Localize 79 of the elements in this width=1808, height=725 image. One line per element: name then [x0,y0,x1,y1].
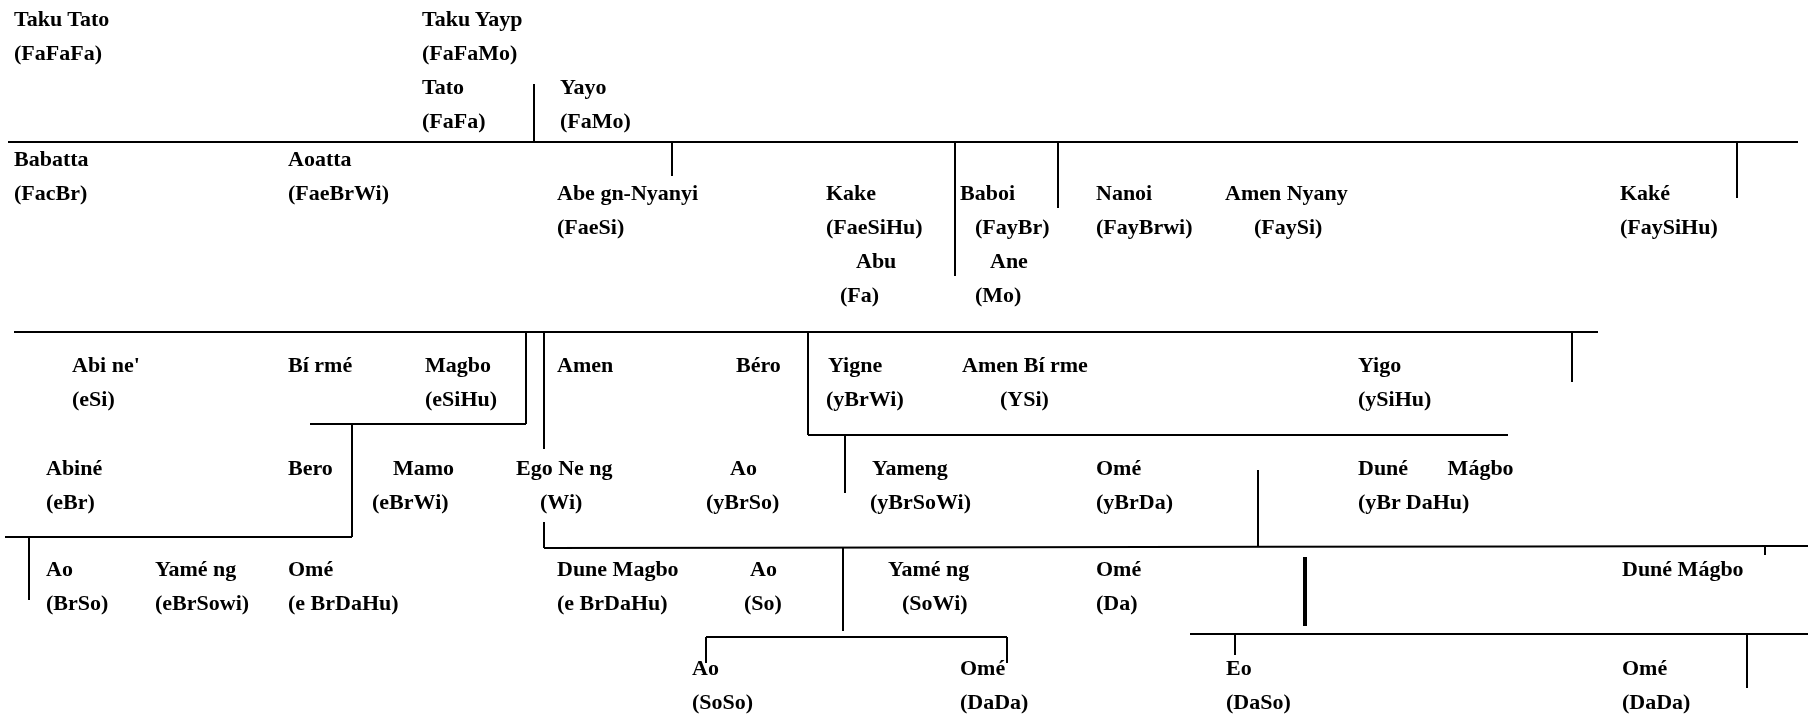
kin-term: (eBrWi) [372,489,449,515]
person-name: Nanoi [1096,180,1153,206]
person-name: Taku Yayp [422,6,523,32]
kin-term: (BrSo) [46,590,109,616]
kin-term: (yBrSoWi) [870,489,972,515]
person-name: Omé [960,655,1006,681]
person-name: Omé [288,556,334,582]
person-name: Amen Nyany [1225,180,1348,206]
person-name: Omé [1096,455,1142,481]
kin-term: (e BrDaHu) [557,590,668,616]
person-name: Babatta [14,146,89,172]
person-name: Yigne [828,352,883,378]
person-name: Yigo [1358,352,1402,378]
person-name: Taku Tato [14,6,110,32]
kin-term: (Fa) [840,282,880,308]
person-name: Aoatta [288,146,352,172]
person-name: Dune Magbo [557,556,679,582]
person-name: Omé [1622,655,1668,681]
person-name: Amen Bí rme [962,352,1088,378]
kin-term: (FaeSi) [557,214,625,240]
person-name: Bero [288,455,333,481]
kin-term: (Da) [1096,590,1138,616]
kin-term: (SoWi) [902,590,968,616]
person-name: Kaké [1620,180,1671,206]
kin-term: (DaDa) [960,689,1029,715]
person-name: Omé [1096,556,1142,582]
person-name: Abiné [46,455,103,481]
kin-term: (FaFaFa) [14,40,102,66]
kin-term: (FaySiHu) [1620,214,1718,240]
kin-term: (Mo) [975,282,1022,308]
person-name: Mamo [393,455,455,481]
kin-term: (FaFa) [422,108,486,134]
person-name: Amen [557,352,614,378]
person-name: Eo [1226,655,1252,681]
person-name: Ao [692,655,719,681]
person-name: Yamé ng [155,556,237,582]
person-name: Kake [826,180,877,206]
kin-term: (yBr DaHu) [1358,489,1470,515]
kin-term: (FayBr) [975,214,1050,240]
kin-term: (e BrDaHu) [288,590,399,616]
person-name: Ao [750,556,777,582]
person-name: Ane [990,248,1028,274]
person-name: Duné Mágbo [1358,455,1514,481]
person-name: Abu [856,248,897,274]
person-name: Baboi [960,180,1016,206]
kin-term: (Wi) [540,489,583,515]
person-name: Magbo [425,352,491,378]
kin-term: (FaySi) [1254,214,1323,240]
kin-term: (yBrWi) [826,386,904,412]
person-name: Bí rmé [288,352,353,378]
person-name: Abi ne' [72,352,140,378]
kin-term: (yBrSo) [706,489,780,515]
kin-term: (YSi) [1000,386,1049,412]
kin-term: (eSi) [72,386,115,412]
person-name: Duné Mágbo [1622,556,1744,582]
person-name: Ego Ne ng [516,455,613,481]
person-name: Ao [730,455,757,481]
kin-term: (yBrDa) [1096,489,1173,515]
kin-term: (FaeBrWi) [288,180,389,206]
kin-term: (eSiHu) [425,386,498,412]
kin-term: (So) [744,590,782,616]
person-name: Béro [736,352,781,378]
person-name: Ao [46,556,73,582]
person-name: Yamé ng [888,556,970,582]
kin-term: (eBr) [46,489,95,515]
person-name: Yayo [560,74,607,100]
kin-term: (eBrSowi) [155,590,250,616]
person-name: Yameng [872,455,948,481]
kin-term: (ySiHu) [1358,386,1432,412]
person-name: Abe gn-Nyanyi [557,180,699,206]
kin-term: (FacBr) [14,180,88,206]
kin-term: (DaDa) [1622,689,1691,715]
kin-term: (FaeSiHu) [826,214,923,240]
kin-term: (DaSo) [1226,689,1291,715]
kin-term: (FayBrwi) [1096,214,1193,240]
kin-term: (FaMo) [560,108,631,134]
person-name: Tato [422,74,464,100]
kin-term: (SoSo) [692,689,754,715]
kin-term: (FaFaMo) [422,40,518,66]
